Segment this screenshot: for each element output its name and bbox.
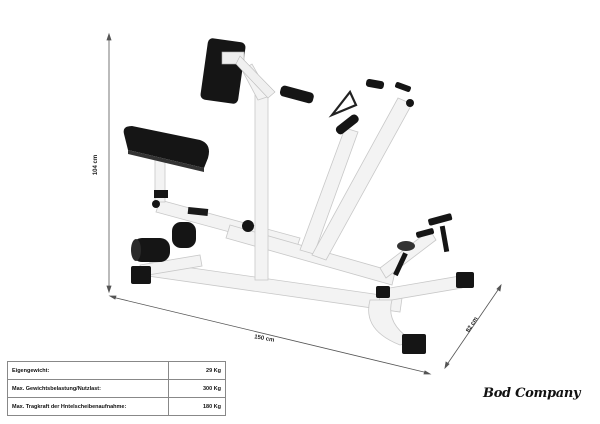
length-dimension-line: [108, 295, 432, 375]
spec-table: Eigengewicht: 29 Kg Max. Gewichtsbelastu…: [7, 361, 226, 416]
triangle-handle: [328, 89, 358, 118]
depth-dimension-line: [444, 283, 502, 370]
chest-pad: [200, 38, 276, 104]
spec-value: 29 Kg: [168, 361, 226, 380]
top-handle-grip: [365, 78, 385, 90]
lever-knob: [406, 99, 414, 107]
upper-handle-grip: [279, 85, 314, 104]
pivot-knob: [242, 220, 254, 232]
table-row: Eigengewicht: 29 Kg: [7, 361, 226, 380]
seat-adjust-knob: [152, 200, 160, 208]
seat-post-knob: [154, 190, 168, 198]
spec-label: Eigengewicht:: [7, 361, 169, 380]
lower-handle-grip: [335, 114, 359, 135]
spec-label: Max. Tragkraft der Hntelscheibenaufnahme…: [7, 397, 169, 416]
height-label: 104 cm: [93, 154, 100, 176]
seat-pad: [123, 126, 209, 172]
rubber-feet: [131, 266, 474, 354]
frame: [139, 63, 463, 346]
table-row: Max. Gewichtsbelastung/Nutzlast: 300 Kg: [7, 379, 226, 398]
table-row: Max. Tragkraft der Hntelscheibenaufnahme…: [7, 397, 226, 416]
foot-rollers: [131, 222, 196, 262]
spec-label: Max. Gewichtsbelastung/Nutzlast:: [7, 379, 169, 398]
spec-value: 300 Kg: [168, 379, 226, 398]
height-dimension-line: [106, 32, 112, 294]
plate-horns: [393, 213, 453, 277]
top-handle-grip-2: [395, 82, 411, 92]
spec-value: 180 Kg: [168, 397, 226, 416]
brand-logo: Bod Company: [483, 386, 581, 401]
frame-brand-label: [187, 206, 209, 217]
